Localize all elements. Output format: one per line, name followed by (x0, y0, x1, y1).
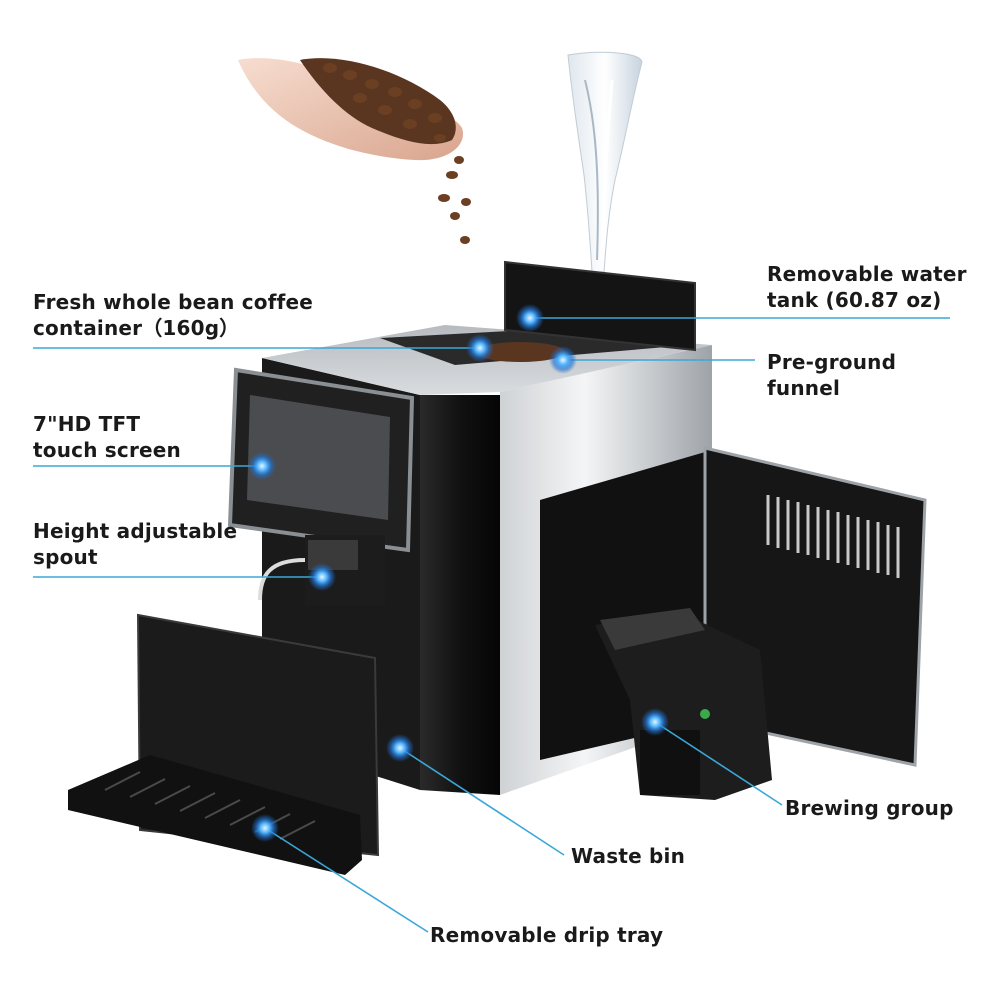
label-water-tank: Removable water tank (60.87 oz) (767, 262, 967, 312)
marker-tank (516, 304, 544, 332)
marker-screen (248, 452, 276, 480)
touch-screen (227, 367, 415, 553)
marker-funnel (549, 346, 577, 374)
hand-with-beans (238, 58, 471, 244)
marker-brew (641, 708, 669, 736)
marker-bean (466, 334, 494, 362)
label-spout: Height adjustable spout (33, 519, 238, 569)
label-bean-container: Fresh whole bean coffee container（160g） (33, 290, 314, 340)
label-drip-tray: Removable drip tray (430, 923, 664, 947)
marker-drip (251, 814, 279, 842)
label-funnel: Pre-ground funnel (767, 350, 897, 400)
leader-lines (33, 317, 950, 933)
markers (248, 304, 669, 842)
label-waste-bin: Waste bin (571, 844, 686, 868)
label-brewing-group: Brewing group (785, 796, 954, 820)
drip-tray (68, 613, 380, 875)
leader-line-waste (399, 747, 565, 856)
marker-waste (386, 734, 414, 762)
brewing-group (595, 608, 772, 800)
leader-line-brew (654, 721, 783, 806)
label-touch-screen: 7"HD TFT touch screen (33, 412, 181, 462)
leader-line-drip (264, 827, 429, 933)
marker-spout (308, 563, 336, 591)
water-stream (567, 51, 643, 273)
